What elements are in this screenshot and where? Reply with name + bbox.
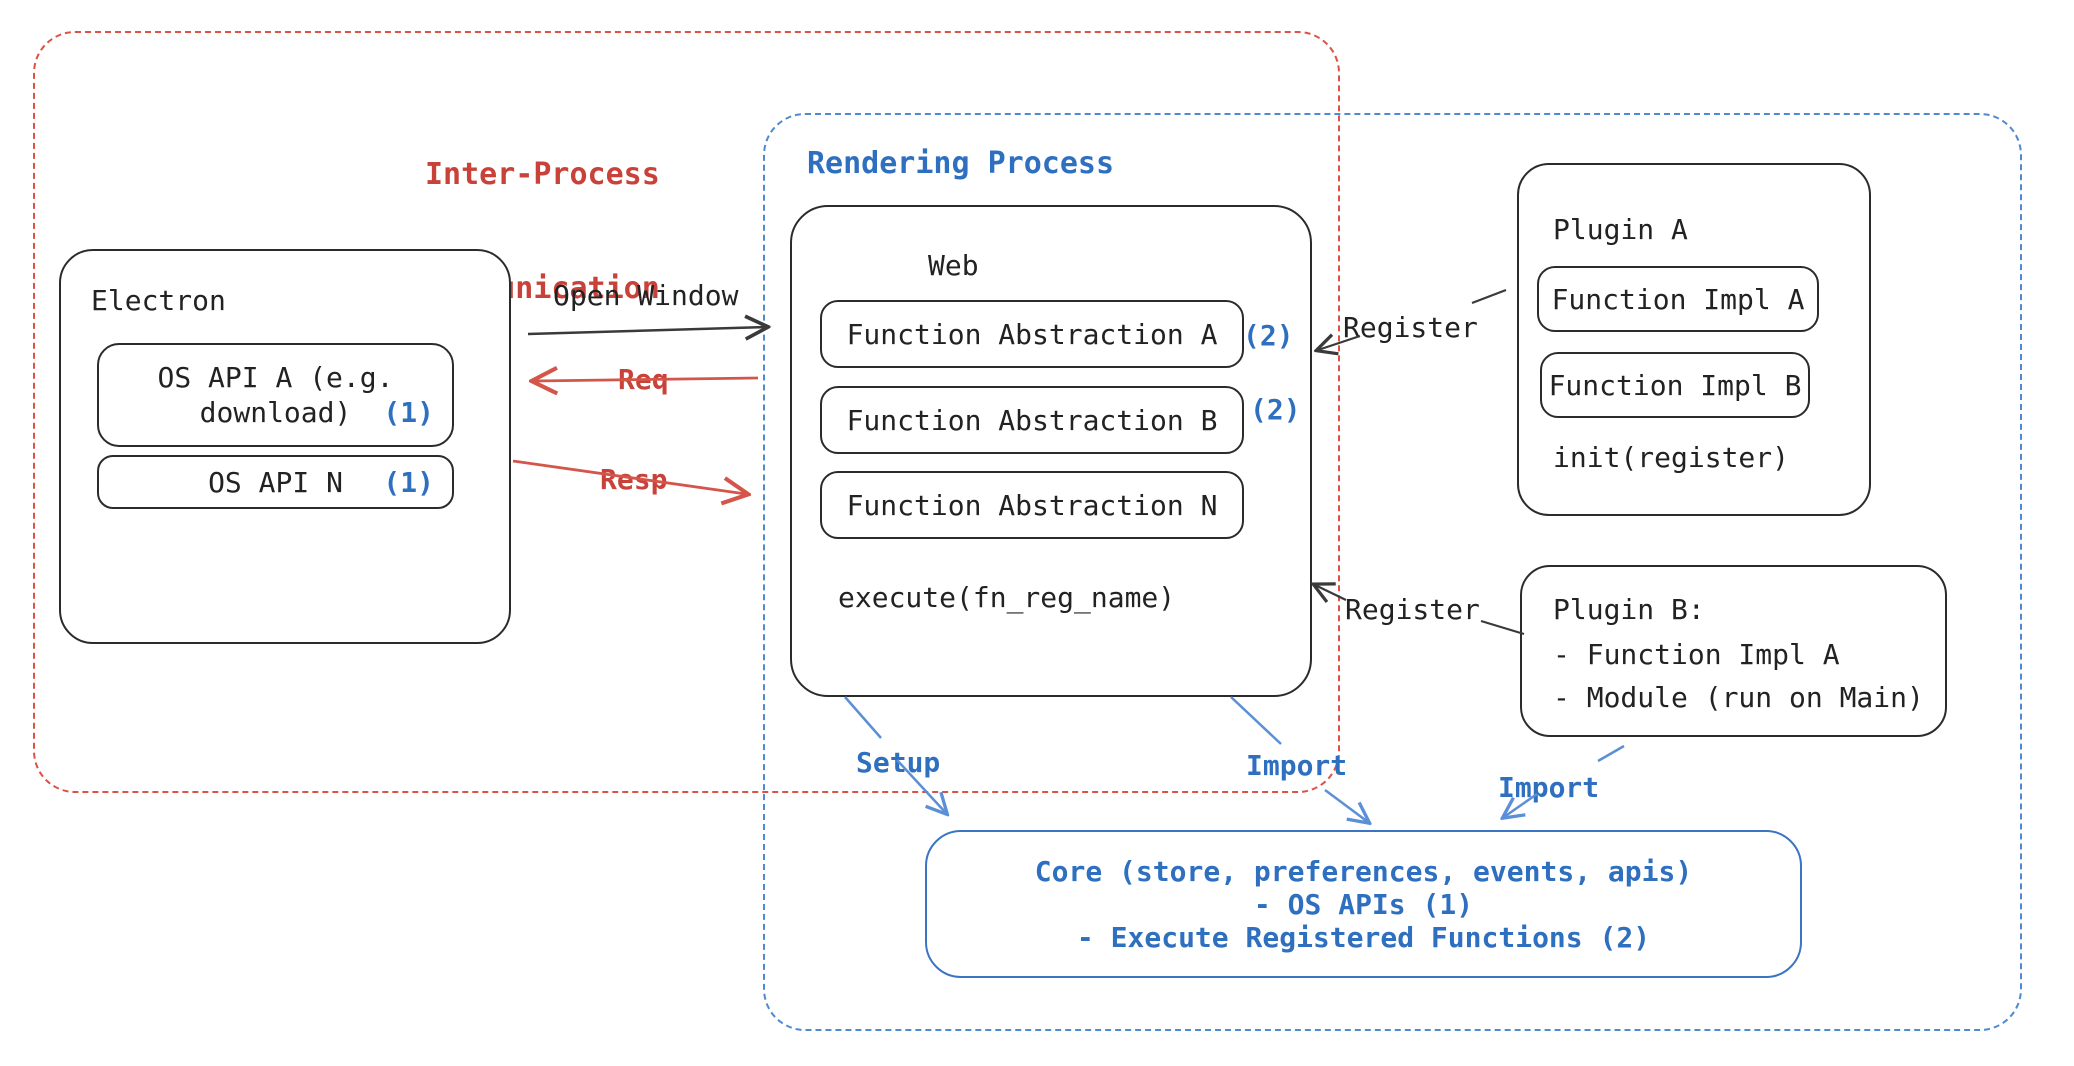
register-b-label: Register — [1345, 593, 1480, 626]
function-impl-a-box: Function Impl A — [1537, 266, 1819, 332]
register-a-label: Register — [1343, 311, 1478, 344]
function-abstraction-n-label: Function Abstraction N — [846, 488, 1218, 522]
fa-b-badge: (2) — [1250, 393, 1301, 426]
req-label: Req — [618, 363, 669, 396]
plugin-a-title: Plugin A — [1553, 213, 1688, 246]
function-abstraction-a-label: Function Abstraction A — [846, 317, 1218, 351]
core-line3: - Execute Registered Functions (2) — [1076, 920, 1651, 954]
plugin-b-item2: - Module (run on Main) — [1553, 681, 1924, 714]
ipc-dashed-box — [33, 31, 1340, 793]
electron-title: Electron — [91, 284, 226, 317]
function-abstraction-a-box: Function Abstraction A — [820, 300, 1244, 368]
plugin-b-title: Plugin B: — [1553, 593, 1705, 626]
resp-label: Resp — [600, 463, 668, 496]
init-register-label: init(register) — [1553, 441, 1790, 474]
os-api-a-box: OS API A (e.g. download) (1) — [97, 343, 454, 447]
rendering-process-dashed-box — [763, 113, 2022, 1031]
os-api-a-badge: (1) — [383, 396, 434, 429]
function-abstraction-n-box: Function Abstraction N — [820, 471, 1244, 539]
core-line2: - OS APIs (1) — [1253, 887, 1474, 921]
function-abstraction-b-box: Function Abstraction B — [820, 386, 1244, 454]
plugin-b-item1: - Function Impl A — [1553, 638, 1840, 671]
ipc-label-line1: Inter-Process — [425, 157, 660, 192]
function-impl-b-box: Function Impl B — [1540, 352, 1810, 418]
os-api-n-badge: (1) — [383, 465, 434, 499]
plugin-b-box — [1520, 565, 1947, 737]
core-box: Core (store, preferences, events, apis) … — [925, 830, 1802, 978]
import-web-label: Import — [1246, 749, 1348, 782]
os-api-a-line2: download) — [199, 396, 352, 429]
import-plugin-label: Import — [1498, 771, 1600, 804]
function-impl-b-label: Function Impl B — [1548, 368, 1802, 402]
function-abstraction-b-label: Function Abstraction B — [846, 403, 1218, 437]
os-api-a-line1: OS API A (e.g. — [157, 361, 394, 394]
os-api-n-box: OS API N (1) — [97, 455, 454, 509]
plugin-a-box — [1517, 163, 1871, 516]
rendering-process-label: Rendering Process — [807, 146, 1115, 181]
execute-label: execute(fn_reg_name) — [838, 581, 1176, 614]
open-window-label: Open Window — [553, 279, 739, 312]
core-line1: Core (store, preferences, events, apis) — [1034, 854, 1693, 888]
fa-a-badge: (2) — [1243, 319, 1294, 352]
setup-label: Setup — [856, 746, 941, 779]
function-impl-a-label: Function Impl A — [1551, 282, 1805, 316]
web-title: Web — [928, 249, 979, 282]
os-api-n-label: OS API N — [208, 465, 343, 499]
